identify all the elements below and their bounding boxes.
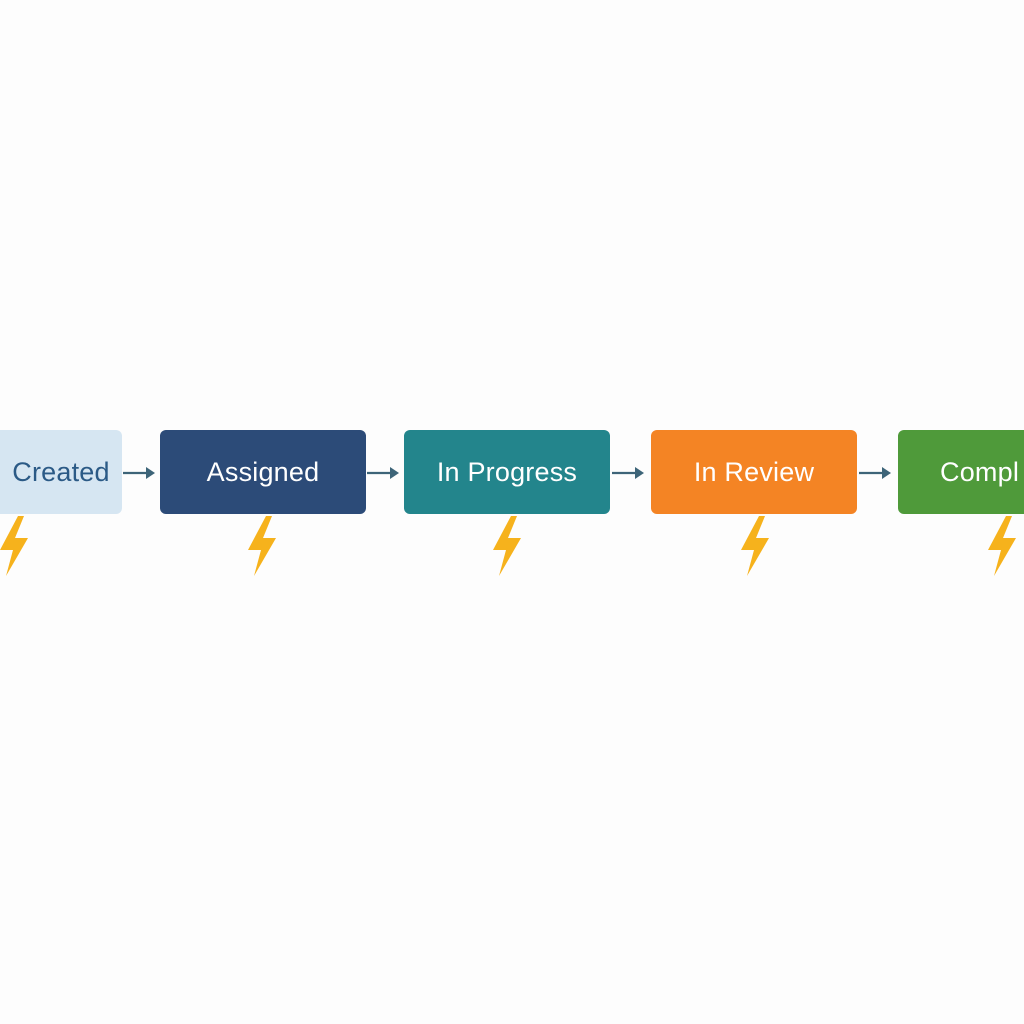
arrow-right-icon	[367, 467, 399, 479]
stage-in-progress: In Progress	[404, 430, 610, 514]
stage-created: Created	[0, 430, 122, 514]
arrow-right-icon	[612, 467, 644, 479]
lightning-bolt-icon	[741, 516, 769, 576]
stage-completed: Compl	[898, 430, 1024, 514]
lightning-bolt-icon	[493, 516, 521, 576]
arrow-right-icon	[123, 467, 155, 479]
lightning-bolt-icon	[988, 516, 1016, 576]
lightning-bolt-icon	[248, 516, 276, 576]
arrow-right-icon	[859, 467, 891, 479]
stage-label: Compl	[940, 456, 1020, 487]
stage-label: Created	[12, 456, 110, 487]
stage-in-review: In Review	[651, 430, 857, 514]
stage-label: In Progress	[436, 456, 578, 487]
stage-label: Assigned	[206, 456, 320, 487]
stage-assigned: Assigned	[160, 430, 366, 514]
stage-label: In Review	[693, 456, 815, 487]
lightning-bolt-icon	[0, 516, 28, 576]
